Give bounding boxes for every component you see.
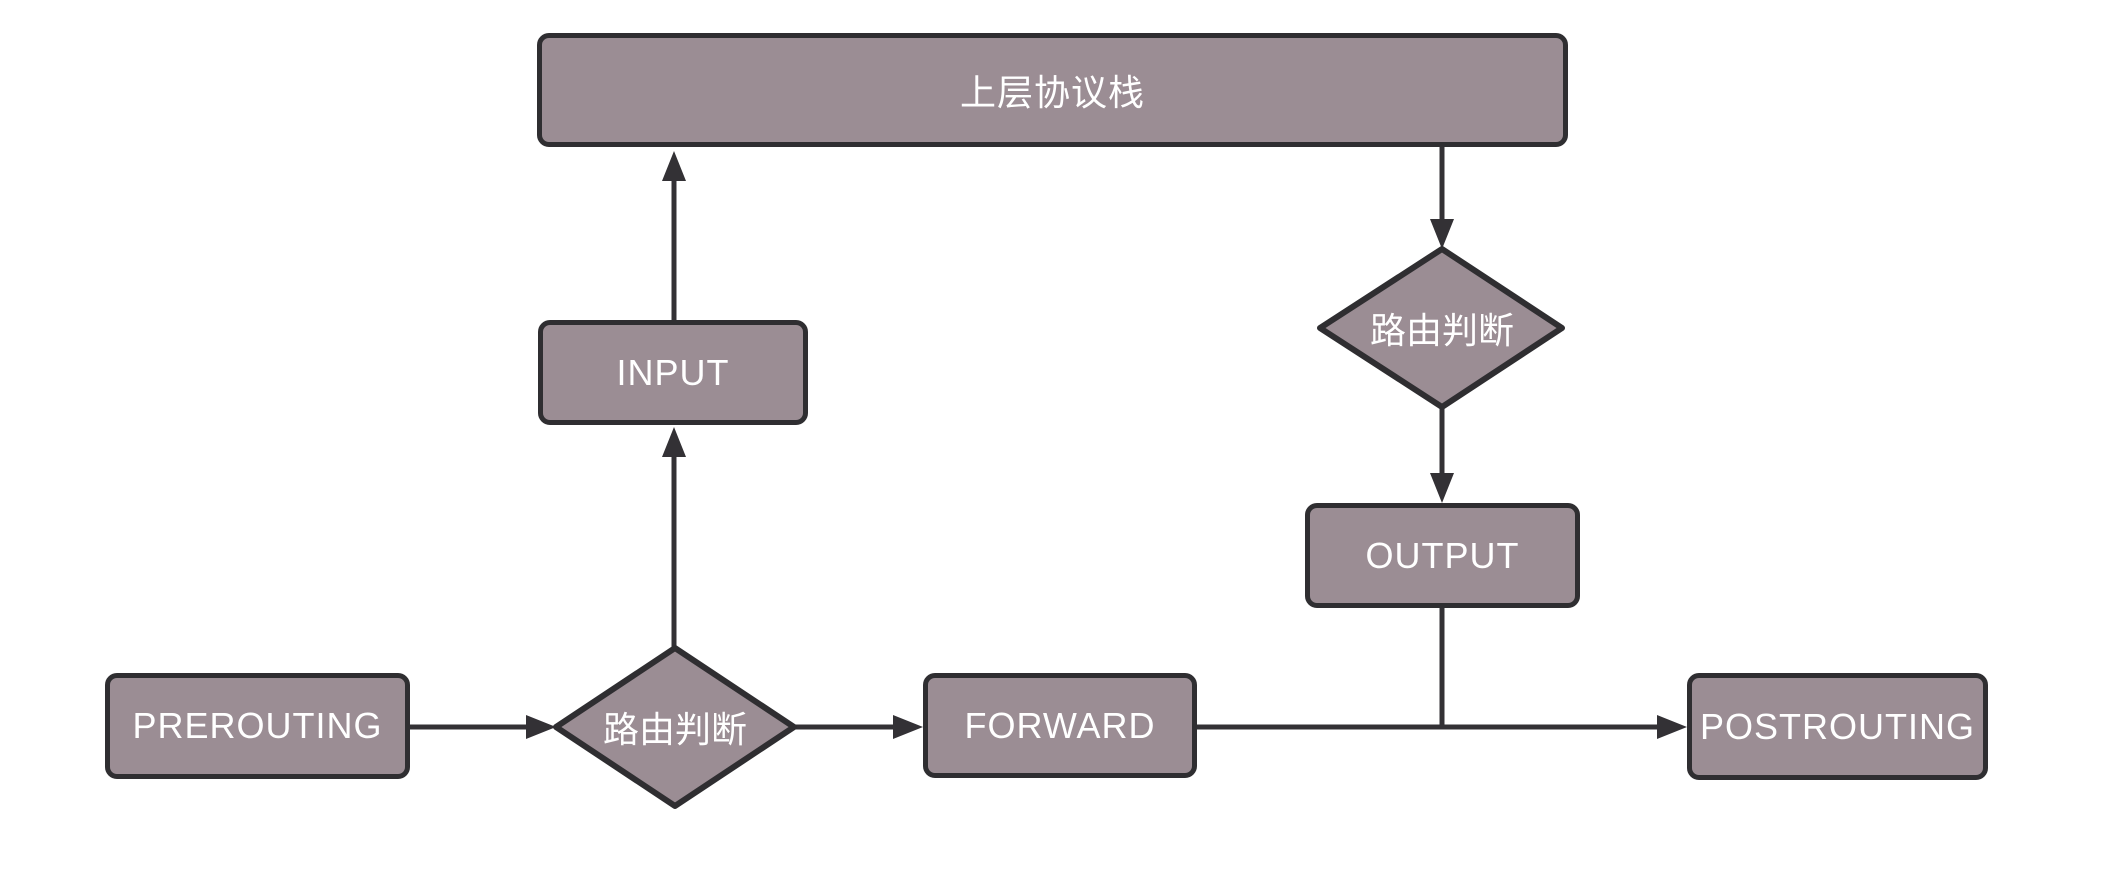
node-protocol-stack-label: 上层协议栈	[959, 72, 1145, 113]
arrow-forward-to-postrouting	[1197, 715, 1687, 739]
diamond-routing-decision-top	[1317, 246, 1565, 410]
node-prerouting: PREROUTING	[105, 673, 410, 779]
diamond-routing-decision-bottom-label: 路由判断	[602, 709, 748, 750]
arrow-protocol-stack-to-routing-decision-top	[1430, 147, 1454, 249]
node-input-label: INPUT	[616, 351, 730, 393]
diamond-routing-decision-top-label: 路由判断	[1369, 310, 1515, 351]
arrow-routing-decision-bottom-to-input	[662, 427, 686, 648]
arrow-prerouting-to-routing-decision-bottom	[410, 715, 556, 739]
node-output-label: OUTPUT	[1365, 534, 1520, 576]
arrow-input-to-protocol-stack	[662, 151, 686, 320]
node-forward: FORWARD	[923, 673, 1197, 778]
arrow-routing-decision-top-to-output	[1430, 407, 1454, 503]
node-forward-label: FORWARD	[964, 704, 1156, 746]
node-protocol-stack: 上层协议栈	[537, 33, 1568, 147]
node-output: OUTPUT	[1305, 503, 1580, 608]
node-input: INPUT	[538, 320, 808, 425]
arrow-routing-decision-bottom-to-forward	[794, 715, 923, 739]
node-postrouting: POSTROUTING	[1687, 673, 1988, 780]
node-postrouting-label: POSTROUTING	[1699, 705, 1975, 747]
diamond-routing-decision-bottom	[553, 645, 797, 809]
node-prerouting-label: PREROUTING	[132, 705, 383, 746]
